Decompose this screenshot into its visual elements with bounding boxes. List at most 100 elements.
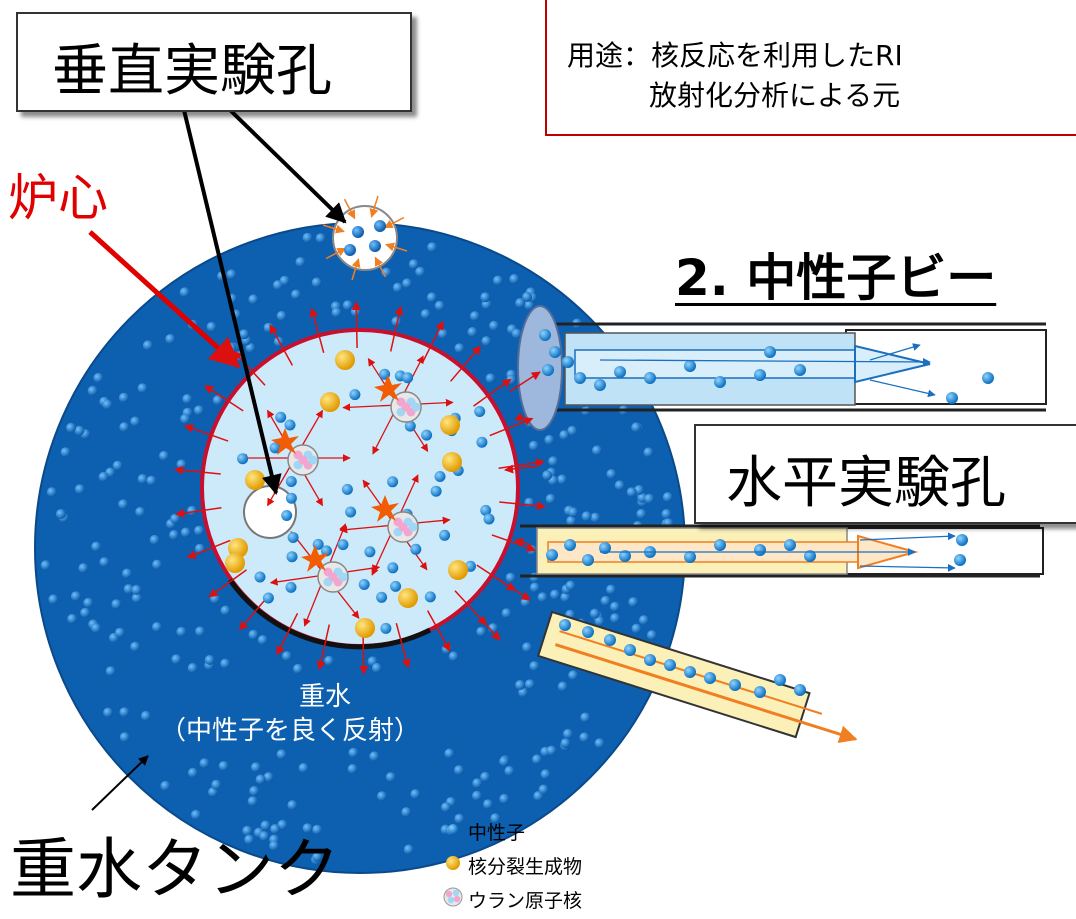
beam-neutron xyxy=(562,356,574,368)
tank-neutron xyxy=(182,394,193,404)
tank-neutron xyxy=(524,300,535,310)
tank-neutron xyxy=(149,534,160,545)
fission-product xyxy=(320,392,340,412)
pointer-lines xyxy=(88,108,347,811)
tank-neutron xyxy=(511,328,522,339)
core-neutron xyxy=(254,571,266,583)
beam-neutron xyxy=(794,684,806,696)
beam-neutron xyxy=(784,539,796,551)
tank-neutron xyxy=(524,679,535,690)
fission-product xyxy=(440,415,460,435)
beam-neutron xyxy=(574,372,586,384)
tank-neutron xyxy=(426,292,437,303)
beam-neutron xyxy=(539,329,551,341)
beam-neutron xyxy=(754,544,766,556)
core-neutron xyxy=(345,506,357,518)
tank-neutron xyxy=(644,493,655,504)
tank-neutron xyxy=(614,480,625,491)
tank-neutron xyxy=(560,592,571,603)
legend-uranium-label: ウラン原子核 xyxy=(468,890,583,912)
tank-neutron xyxy=(187,663,198,673)
horizontal-hole-title: 水平実験孔 xyxy=(726,451,1006,516)
tank-neutron xyxy=(490,813,501,824)
tank-neutron xyxy=(369,751,380,762)
tank-neutron xyxy=(180,413,191,424)
tank-neutron xyxy=(600,595,611,606)
horizontal-beam-tube-lower xyxy=(520,524,1044,578)
beam-neutron xyxy=(714,539,726,551)
core-neutron xyxy=(402,372,414,384)
tank-neutron xyxy=(130,641,141,652)
tank-neutron xyxy=(402,278,413,289)
tank-neutron xyxy=(249,786,260,796)
core-neutron xyxy=(480,504,492,516)
tank-neutron xyxy=(594,738,605,749)
tank-neutron xyxy=(105,666,116,677)
tank-neutron xyxy=(606,584,616,595)
tank-neutron xyxy=(74,484,85,495)
beam-neutron xyxy=(956,534,968,546)
tank-neutron-dots xyxy=(40,232,674,865)
beam-neutron xyxy=(614,366,626,378)
fission-product-icon xyxy=(446,856,460,870)
tank-neutron xyxy=(371,662,382,673)
core-neutron xyxy=(281,510,293,521)
tank-neutron xyxy=(538,784,549,795)
core-particles xyxy=(225,350,495,638)
tank-neutron xyxy=(527,545,537,556)
tank-neutron xyxy=(661,509,672,519)
tank-neutron xyxy=(193,405,204,416)
core-neutron xyxy=(284,419,296,431)
tank-neutron xyxy=(281,651,292,662)
tank-neutron xyxy=(506,374,517,385)
fission-product xyxy=(355,618,375,638)
core-neutron xyxy=(380,622,392,634)
beam-neutron xyxy=(619,550,631,562)
tank-neutron xyxy=(391,316,402,327)
tank-neutron xyxy=(485,373,496,384)
tank-neutron xyxy=(522,291,533,302)
tank-neutron xyxy=(226,342,237,353)
beam-neutron xyxy=(604,634,616,646)
tank-neutron xyxy=(146,475,157,486)
tank-neutron xyxy=(312,824,323,835)
fission-product xyxy=(442,452,462,472)
core-neutron xyxy=(424,591,436,603)
beam-neutron xyxy=(624,644,636,656)
beam-neutron xyxy=(644,372,656,384)
tank-neutron xyxy=(312,851,323,862)
tank-neutron xyxy=(74,425,85,436)
tank-neutron xyxy=(392,282,403,293)
tank-neutron xyxy=(83,597,94,608)
legend-fission-product-label: 核分裂生成物 xyxy=(468,856,583,878)
tank-neutron xyxy=(385,772,396,783)
tank-neutron xyxy=(159,450,169,461)
tank-neutron xyxy=(91,623,102,634)
heavy-water-tank-label: 重水タンク xyxy=(10,831,340,908)
core-neutron xyxy=(341,483,353,495)
tank-neutron xyxy=(142,340,153,351)
tank-neutron xyxy=(444,748,455,759)
tank-neutron xyxy=(152,559,163,570)
tank-neutron xyxy=(114,627,125,638)
heavy-water-note: （中性子を良く反射） xyxy=(160,716,421,746)
tank-neutron xyxy=(594,616,605,627)
tank-neutron xyxy=(302,823,313,834)
tank-neutron xyxy=(80,607,91,618)
beam-neutron xyxy=(599,542,611,554)
tank-neutron xyxy=(540,769,551,780)
beam-neutron xyxy=(684,551,696,563)
tank-neutron xyxy=(427,242,438,253)
tank-neutron xyxy=(509,274,520,284)
beam-neutron xyxy=(764,346,776,358)
tank-neutron xyxy=(441,802,451,813)
tank-neutron xyxy=(545,493,556,504)
tank-neutron xyxy=(131,593,142,603)
tank-neutron xyxy=(99,557,110,568)
tank-neutron xyxy=(226,269,237,280)
tank-neutron xyxy=(626,487,637,498)
tank-neutron xyxy=(277,819,288,830)
tank-neutron xyxy=(279,275,290,286)
uranium-nucleus xyxy=(271,428,319,476)
